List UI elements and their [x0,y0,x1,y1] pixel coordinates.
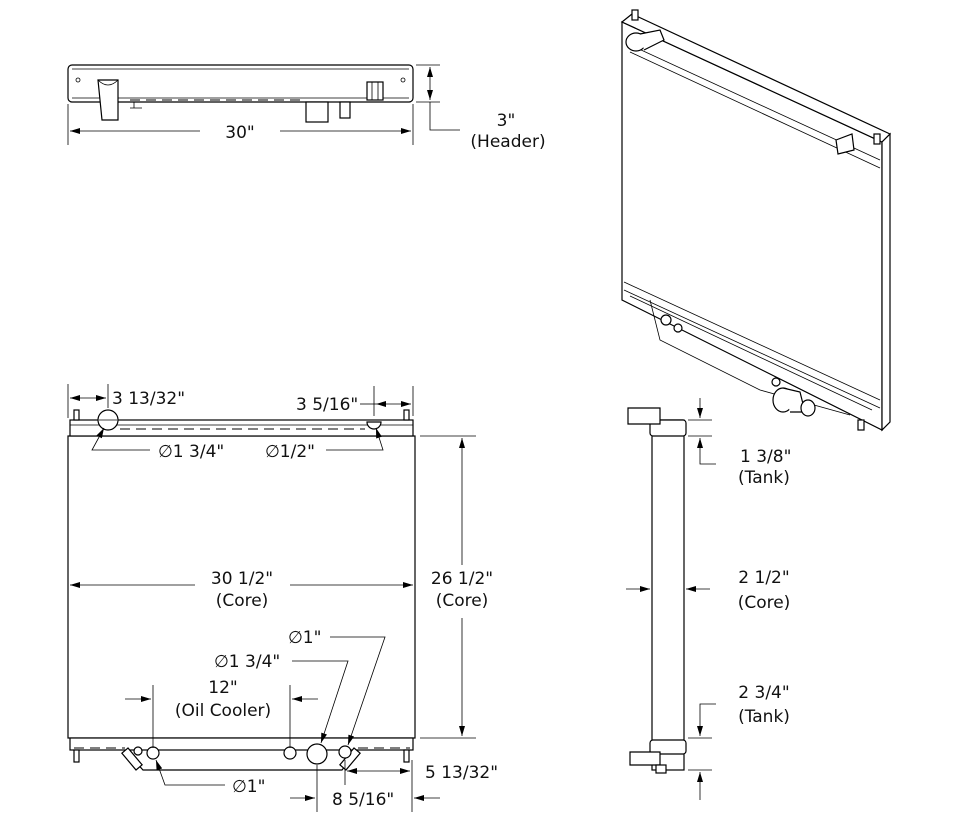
vent-fitting [366,421,382,430]
vent-diameter-label: ∅1/2" [265,442,315,462]
drain-fitting [338,745,352,759]
top-width-label: 30" [225,123,254,143]
oil-cooler-port-left [146,746,160,760]
bottom-tank [69,737,414,751]
top-tank [69,419,414,437]
drain-diameter-label: ∅1" [288,628,321,648]
top-tank-label: 1 3/8" [740,447,791,467]
isometric-view [620,9,892,432]
side-core [651,419,685,771]
bottom-tank-label: 2 3/4" [738,683,789,703]
radiator-panel [621,21,883,431]
vent-offset-label: 3 5/16" [296,395,358,415]
outlet-port [306,743,328,765]
inlet-offset-label: 3 13/32" [112,389,185,409]
header-height-label: 3" [497,111,516,131]
header-caption: (Header) [470,132,545,152]
core-depth-label: 2 1/2" [738,568,789,588]
core-outline [67,435,416,739]
core-width-caption: (Core) [216,591,269,611]
oil-cooler-port-right [283,746,297,760]
outlet-diameter-label: ∅1 3/4" [214,652,280,672]
core-width-label: 30 1/2" [211,569,273,589]
header-tank-outline [67,64,414,103]
outlet-offset-label: 8 5/16" [332,790,394,810]
inlet-neck [97,79,119,121]
core-depth-caption: (Core) [738,593,791,613]
oil-cooler-port-diameter-label: ∅1" [232,777,265,797]
front-view: 3 13/32" 3 5/16" ∅1 3/4" ∅1/2" 30 1/2" (… [67,384,498,812]
core-height-caption: (Core) [436,591,489,611]
top-view: 30" 3" (Header) [67,64,546,152]
side-view: 1 3/8" (Tank) 2 1/2" (Core) 2 3/4" (Tank… [626,398,791,800]
oil-cooler-spacing-label: 12" [208,678,237,698]
oil-cooler-caption: (Oil Cooler) [175,701,271,721]
core-height-label: 26 1/2" [431,569,493,589]
right-bottom-offset-label: 5 13/32" [425,763,498,783]
bottom-tank-caption: (Tank) [738,707,790,727]
inlet-diameter-label: ∅1 3/4" [158,442,224,462]
top-tank-caption: (Tank) [738,468,790,488]
